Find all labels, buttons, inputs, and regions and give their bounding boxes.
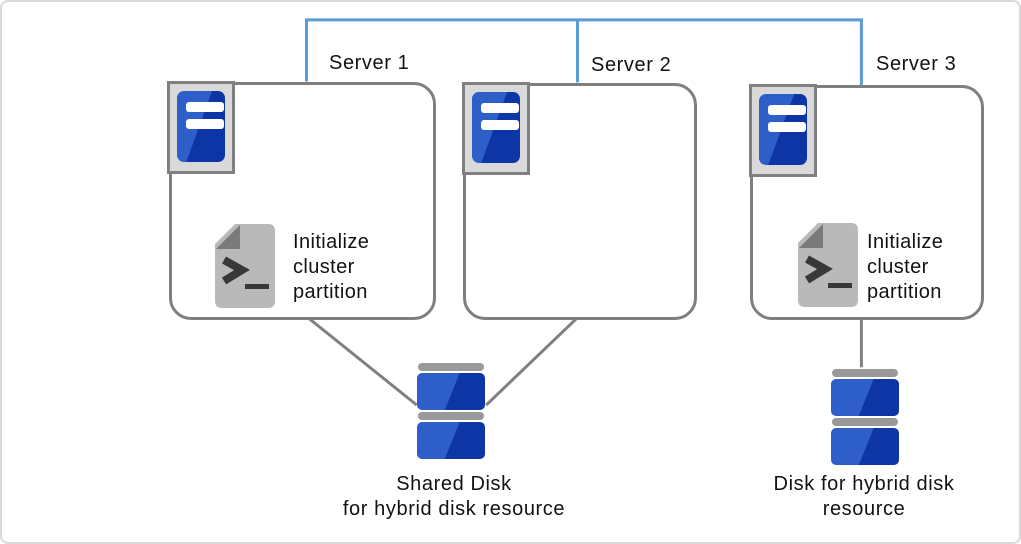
shared-disk-label-line1: Shared Disk (396, 473, 512, 495)
server-icon (167, 81, 235, 174)
disk-link-server2 (485, 315, 580, 407)
server-2-label: Server 2 (591, 54, 672, 76)
disk-platter (418, 363, 484, 371)
server-tower-graphic (759, 94, 807, 165)
server-2-box (463, 83, 697, 320)
server-tower-graphic (472, 92, 520, 163)
server-slot (186, 102, 224, 112)
server-icon (749, 84, 817, 177)
server-slot (768, 122, 806, 132)
server-3-label: Server 3 (876, 53, 957, 75)
server-slot (481, 120, 519, 130)
server-icon (462, 82, 530, 175)
server-slot (768, 105, 806, 115)
shell-script-icon (215, 224, 275, 308)
server-1-label: Server 1 (329, 52, 410, 74)
hybrid-disk-label-line2: resource (822, 498, 906, 520)
hybrid-disk-label-line1: Disk for hybrid disk (773, 473, 955, 495)
shell-script-icon (798, 223, 858, 307)
disk-platter (832, 418, 898, 426)
disk-body (831, 379, 899, 416)
shared-disk-label: Shared Disk for hybrid disk resource (314, 472, 594, 522)
server-slot (186, 119, 224, 129)
server-3-script-caption: Initialize cluster partition (867, 231, 944, 303)
hybrid-disk-label: Disk for hybrid disk resource (744, 472, 984, 522)
disk-platter (418, 412, 484, 420)
disk-body (831, 428, 899, 465)
shared-disk-label-line2: for hybrid disk resource (342, 498, 566, 520)
server-slot (481, 103, 519, 113)
server-1-script-caption: Initialize cluster partition (293, 231, 370, 303)
network-line (305, 18, 863, 86)
server-tower-graphic (177, 91, 225, 162)
hybrid-disk-icon (831, 369, 899, 465)
disk-body (417, 422, 485, 459)
disk-link-server1 (304, 314, 418, 407)
disk-body (417, 373, 485, 410)
shared-disk-icon (417, 363, 485, 459)
disk-platter (832, 369, 898, 377)
